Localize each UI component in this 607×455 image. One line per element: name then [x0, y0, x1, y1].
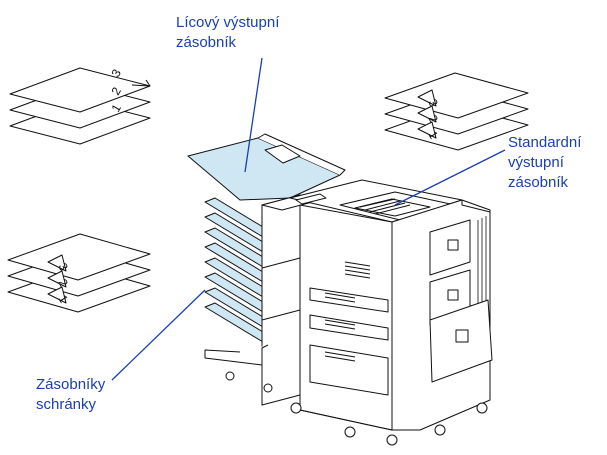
face-up-bin-label-line2: zásobník	[176, 34, 237, 51]
standard-bin-label-line2: výstupní	[508, 154, 564, 171]
mailbox-bins-label: Zásobníky schránky	[36, 375, 105, 415]
standard-bin-label: Standardní výstupní zásobník	[508, 133, 581, 193]
face-up-bin-label-line1: Lícový výstupní	[176, 14, 280, 31]
mailbox-bins	[204, 197, 269, 346]
face-up-bin-leader	[244, 57, 263, 173]
face-up-bin-label: Lícový výstupní zásobník	[176, 13, 279, 53]
paper-stack-top-left: 3 2 1	[9, 66, 151, 145]
paper-stack-mid-left: 3 2 1	[7, 233, 151, 313]
mailbox-unit	[187, 133, 346, 406]
paper-stack-top-right: 3 2 1	[384, 72, 529, 151]
standard-bin-label-line3: zásobník	[508, 174, 569, 191]
callout-lines	[111, 57, 506, 381]
printer	[289, 179, 493, 446]
standard-bin-leader	[394, 149, 506, 206]
standard-bin-label-line1: Standardní	[508, 134, 582, 151]
mailbox-bins-label-line1: Zásobníky	[36, 376, 106, 393]
mailbox-bins-label-line2: schránky	[36, 396, 97, 413]
mailbox-bins-leader	[111, 289, 206, 381]
face-up-bin	[187, 137, 341, 201]
